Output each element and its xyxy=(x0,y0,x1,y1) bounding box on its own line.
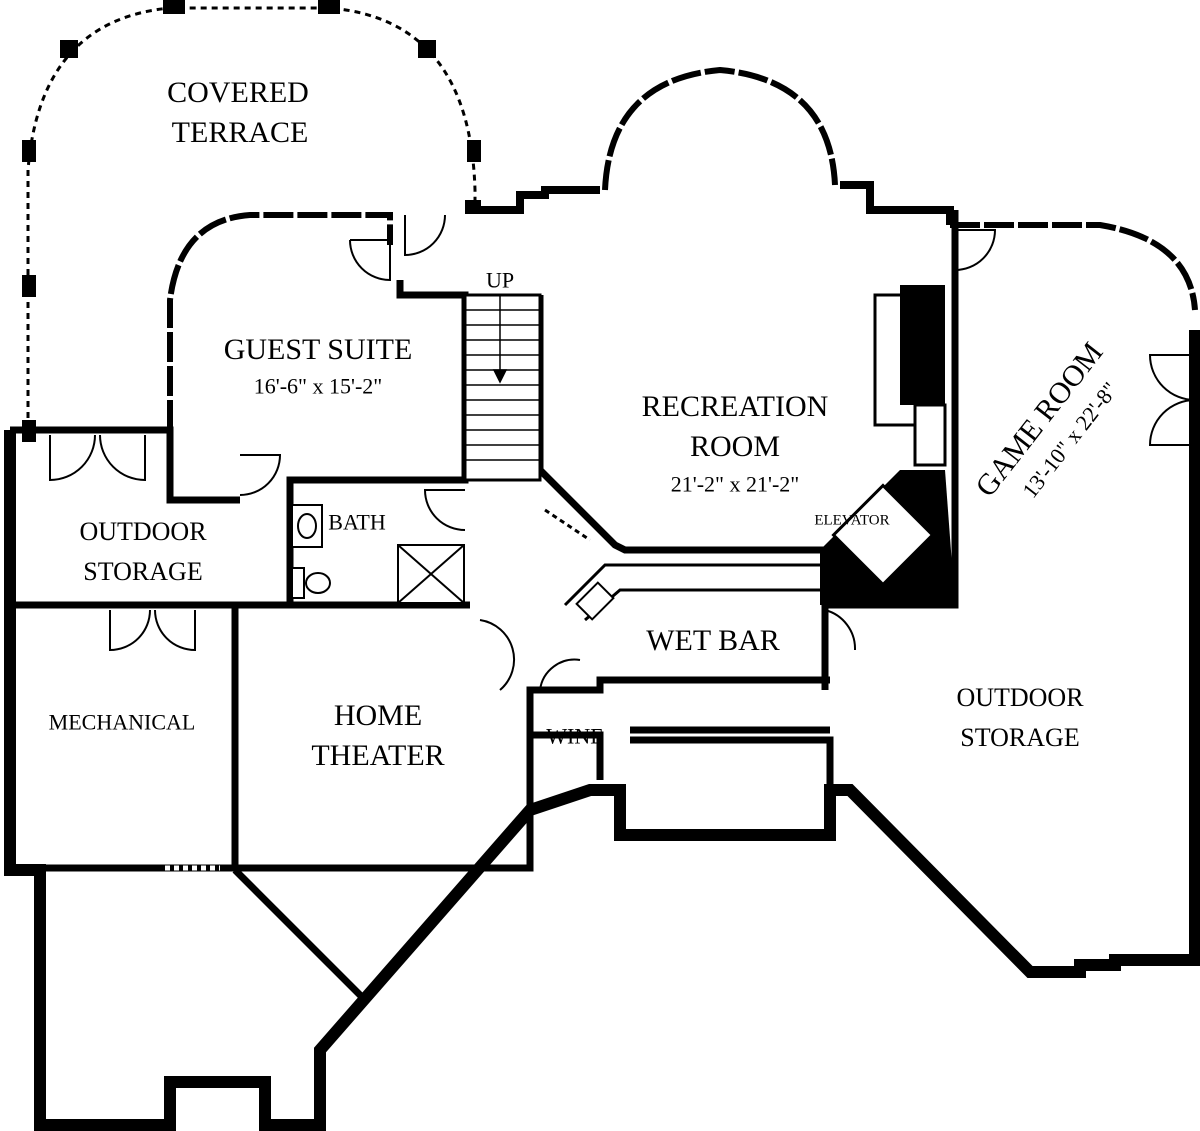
bath-fixtures xyxy=(291,504,465,604)
interior-walls xyxy=(10,210,959,1003)
recreation-room-dims: 21'-2" x 21'-2" xyxy=(670,471,800,497)
stairs-up-label: UP xyxy=(485,267,515,293)
bar-sink xyxy=(575,581,615,621)
recreation-room-label-2: ROOM xyxy=(689,429,781,463)
recreation-room-bay xyxy=(602,66,838,191)
bath-label: BATH xyxy=(328,509,386,535)
door-swings xyxy=(49,214,1196,691)
wine-label: WINE xyxy=(546,723,604,749)
stairs xyxy=(463,293,542,482)
opening-dashed xyxy=(544,508,591,542)
guest-suite-dims: 16'-6" x 15'-2" xyxy=(253,373,383,399)
covered-terrace-label-2: TERRACE xyxy=(171,115,309,149)
outdoor-storage-right-label-2: STORAGE xyxy=(960,723,1080,753)
covered-terrace-label: COVERED xyxy=(167,75,309,109)
mechanical-label: MECHANICAL xyxy=(48,709,196,735)
fireplace xyxy=(873,285,947,467)
covered-terrace-outline xyxy=(26,6,477,440)
home-theater-label: HOME xyxy=(333,698,423,732)
home-theater-label-2: THEATER xyxy=(311,738,445,772)
terrace-columns xyxy=(22,0,481,442)
elevator-label: ELEVATOR xyxy=(814,512,890,529)
recreation-room-top-walls xyxy=(470,181,954,225)
recreation-room-label: RECREATION xyxy=(641,389,829,423)
wet-bar-label: WET BAR xyxy=(646,623,780,657)
game-room-bay xyxy=(950,222,1198,311)
elevator-car xyxy=(831,483,935,587)
exterior-walls xyxy=(4,330,1200,1131)
outdoor-storage-left-label: OUTDOOR xyxy=(79,517,207,547)
outdoor-storage-left-label-2: STORAGE xyxy=(83,557,203,587)
guest-suite-bay xyxy=(167,212,393,430)
outdoor-storage-right-label: OUTDOOR xyxy=(956,683,1084,713)
guest-suite-label: GUEST SUITE xyxy=(223,332,413,366)
